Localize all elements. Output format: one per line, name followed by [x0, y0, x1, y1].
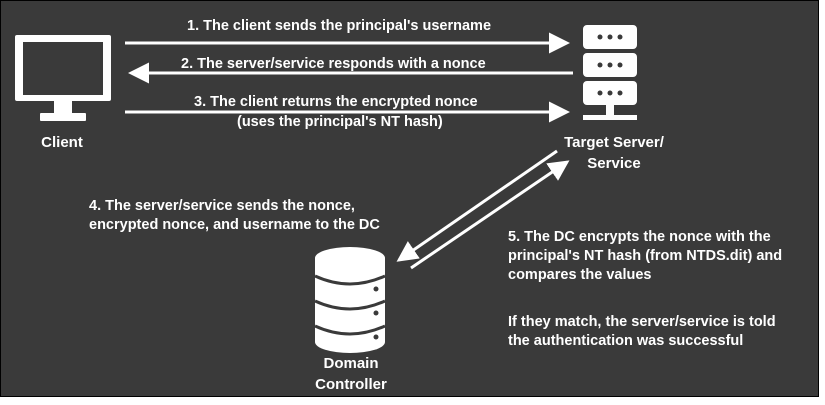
result-text-line2: the authentication was successful [508, 333, 744, 349]
server-rack-icon [583, 25, 637, 120]
step4-text-line2: encrypted nonce, and username to the DC [89, 217, 380, 233]
step5-text-line1: 5. The DC encrypts the nonce with the [508, 229, 771, 245]
arrow-step4 [396, 149, 558, 262]
diagram-canvas: Client Target Server/ Service Domain Con… [0, 0, 819, 397]
monitor-icon [15, 35, 111, 121]
dc-label-line1: Domain [323, 355, 379, 372]
step2-text: 2. The server/service responds with a no… [181, 56, 486, 72]
step1-text: 1. The client sends the principal's user… [187, 18, 492, 34]
step3-text-line2: (uses the principal's NT hash) [237, 114, 443, 130]
arrow-step5 [410, 160, 570, 270]
diagram-art [15, 25, 637, 353]
step3-text-line1: 3. The client returns the encrypted nonc… [194, 94, 478, 110]
server-label-line2: Service [587, 155, 641, 172]
server-label-line1: Target Server/ [564, 134, 664, 151]
result-text-line1: If they match, the server/service is tol… [508, 314, 776, 330]
client-label: Client [41, 134, 83, 151]
step5-text-line3: compares the values [508, 267, 652, 283]
dc-label-line2: Controller [315, 376, 387, 393]
step4-text-line1: 4. The server/service sends the nonce, [89, 198, 355, 214]
database-icon [314, 247, 386, 353]
step5-text-line2: principal's NT hash (from NTDS.dit) and [508, 248, 783, 264]
